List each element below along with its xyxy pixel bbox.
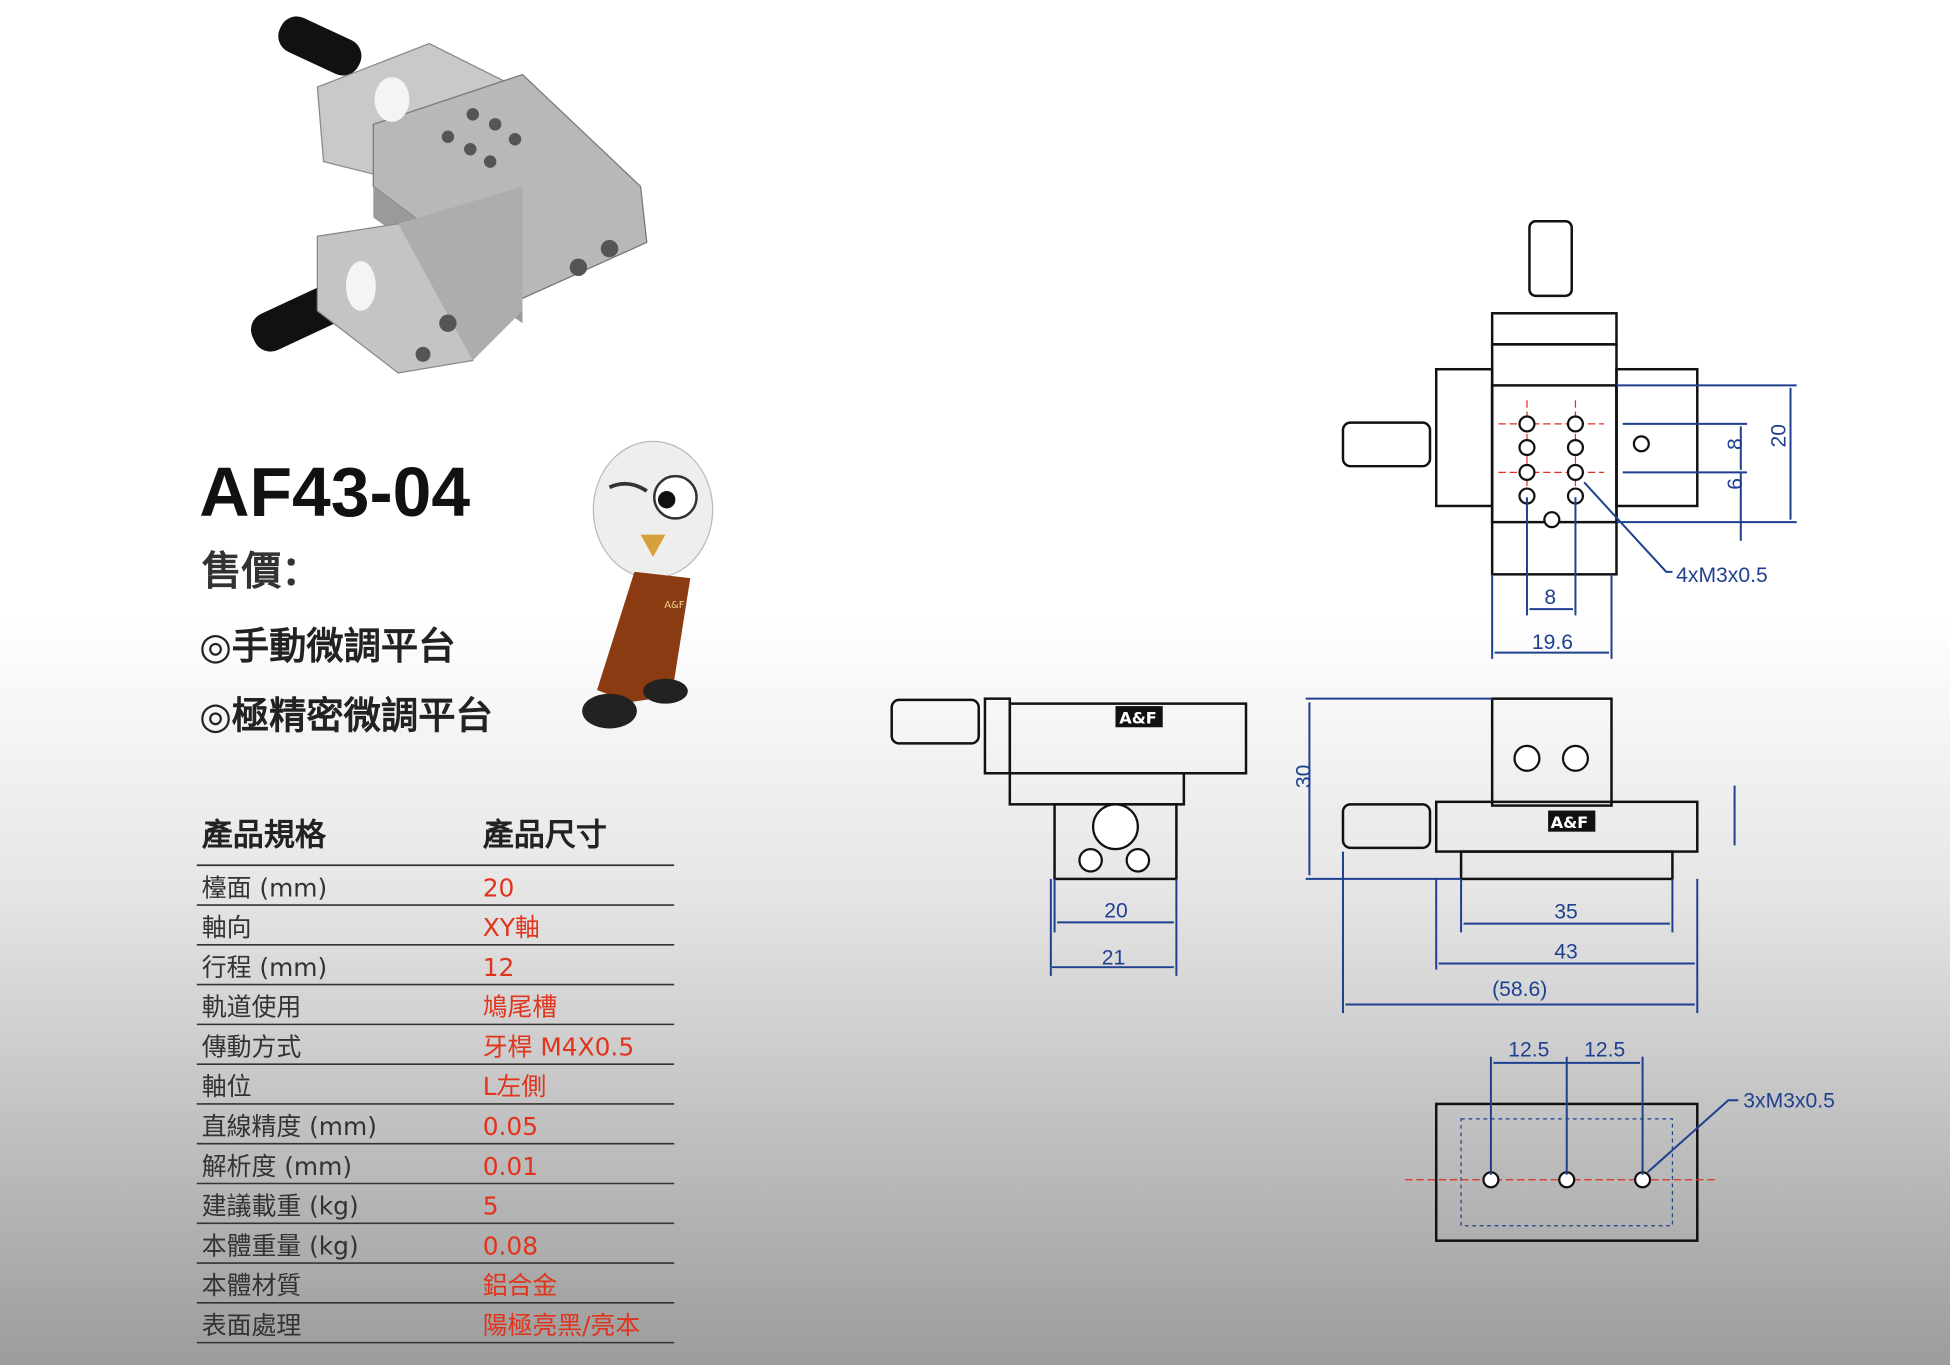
spec-value: 12: [483, 953, 515, 982]
spec-label: 本體材質: [202, 1271, 301, 1300]
bottom-hole-spec: 3xM3x0.5: [1743, 1090, 1835, 1113]
dim-side-21: 21: [1102, 947, 1126, 970]
front-view-drawing: A&F 30 35 43 (58.6): [1293, 697, 1736, 1014]
bottom-view-drawing: 12.5 12.5 3xM3x0.5: [1405, 1039, 1835, 1242]
owl-mascot: A&F: [582, 440, 714, 729]
dim-front-43: 43: [1554, 940, 1578, 963]
header-size: 產品尺寸: [483, 817, 607, 853]
spec-label: 軸向: [202, 913, 252, 942]
spec-label: 傳動方式: [202, 1032, 302, 1061]
header-spec: 產品規格: [202, 817, 327, 853]
spec-label: 軸位: [202, 1072, 252, 1101]
dim-side-20: 20: [1104, 899, 1128, 922]
feature-2: ◎極精密微調平台: [199, 693, 493, 737]
top-hole-spec: 4xM3x0.5: [1676, 564, 1768, 587]
spec-value: 0.01: [483, 1152, 538, 1181]
side-brand-label: A&F: [1119, 709, 1157, 728]
spec-label: 解析度 (mm): [202, 1152, 352, 1181]
spec-value: 0.05: [483, 1112, 538, 1141]
spec-value: L左側: [483, 1072, 547, 1101]
product-photo: [250, 16, 648, 374]
model-title: AF43-04: [199, 453, 470, 531]
top-view-drawing: 4xM3x0.5 8 19.6 8 6 20: [1341, 220, 1797, 659]
spec-value: 鋁合金: [483, 1271, 558, 1300]
spec-label: 建議載重 (kg): [202, 1192, 359, 1221]
spec-label: 表面處理: [202, 1311, 302, 1340]
spec-value: XY軸: [483, 913, 540, 942]
dim-front-30: 30: [1293, 765, 1316, 789]
spec-value: 陽極亮黑/亮本: [483, 1311, 641, 1340]
spec-label: 直線精度 (mm): [202, 1112, 377, 1141]
spec-label: 檯面 (mm): [202, 873, 327, 902]
feature-1: ◎手動微調平台: [199, 624, 455, 668]
spec-value: 鳩尾槽: [483, 993, 558, 1022]
dim-top-8v: 8: [1724, 438, 1747, 450]
spec-label: 行程 (mm): [202, 953, 327, 982]
side-view-drawing: A&F 20 21: [890, 697, 1248, 976]
dim-top-20: 20: [1768, 424, 1791, 448]
spec-label: 本體重量 (kg): [202, 1231, 359, 1260]
mascot-badge: A&F: [664, 600, 685, 611]
price-label: 售價：: [202, 548, 321, 594]
dim-top-6: 6: [1724, 478, 1747, 490]
spec-value: 牙桿 M4X0.5: [483, 1032, 634, 1061]
dim-top-8h: 8: [1544, 586, 1556, 609]
dim-bottom-12-5a: 12.5: [1508, 1039, 1549, 1062]
dim-front-35: 35: [1554, 901, 1578, 924]
dim-front-58-6: (58.6): [1492, 978, 1547, 1001]
spec-label: 軌道使用: [202, 993, 301, 1022]
spec-value: 5: [483, 1192, 499, 1221]
spec-value: 0.08: [483, 1231, 538, 1260]
front-brand-label: A&F: [1551, 813, 1589, 832]
dim-bottom-12-5b: 12.5: [1584, 1039, 1625, 1062]
spec-value: 20: [483, 873, 515, 902]
dim-top-19-6: 19.6: [1532, 631, 1573, 654]
